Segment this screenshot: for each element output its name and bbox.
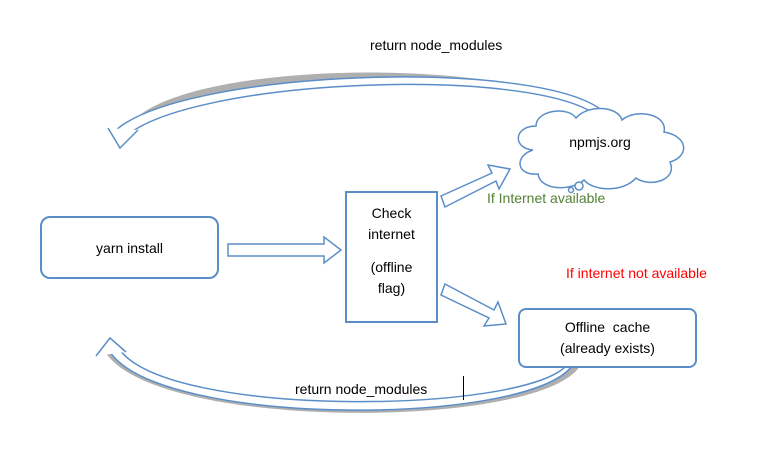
arrow-to-check-internet xyxy=(227,235,343,265)
offline-cache-line-2: (already exists) xyxy=(560,340,655,356)
return-arrow-top xyxy=(107,72,605,150)
text-cursor xyxy=(463,376,464,400)
yarn-install-label: yarn install xyxy=(96,239,163,256)
internet-available-label: If Internet available xyxy=(487,190,606,206)
offline-cache-node: Offline cache (already exists) xyxy=(518,308,697,368)
return-label-top: return node_modules xyxy=(370,37,503,53)
internet-not-available-label: If internet not available xyxy=(566,265,707,281)
arrow-to-registry xyxy=(440,163,512,209)
return-label-bottom: return node_modules xyxy=(295,381,428,397)
cloud-shape xyxy=(517,107,685,194)
check-internet-line-2: internet xyxy=(368,226,415,242)
yarn-install-node: yarn install xyxy=(40,216,219,279)
return-arrow-bottom xyxy=(95,336,580,413)
registry-label: npmjs.org xyxy=(569,134,631,150)
offline-cache-line-1: Offline cache xyxy=(564,319,651,335)
arrow-to-offline-cache xyxy=(440,282,508,327)
check-internet-line-4: flag) xyxy=(377,280,406,296)
check-internet-node: Check internet (offline flag) xyxy=(345,191,438,323)
check-internet-line-3: (offline xyxy=(370,259,413,275)
check-internet-line-1: Check xyxy=(371,205,412,221)
